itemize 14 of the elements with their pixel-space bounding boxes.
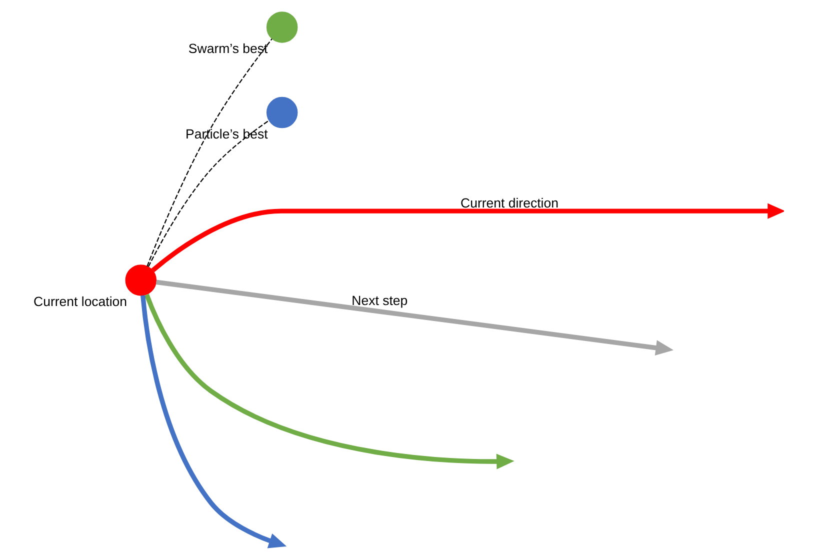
arrow	[140, 295, 286, 548]
arrow	[144, 294, 514, 470]
connector	[147, 120, 269, 267]
edge-label: Next step	[351, 293, 408, 308]
edge-label: Current direction	[460, 195, 558, 210]
arrow	[155, 280, 674, 356]
node-label: Swarm’s best	[188, 41, 268, 56]
node-circle	[266, 96, 298, 128]
connector	[146, 38, 272, 267]
node-circle	[266, 12, 298, 43]
arrow	[150, 203, 784, 272]
node-circle	[124, 264, 156, 296]
node-label: Current location	[32, 294, 127, 309]
node-label: Particle’s best	[185, 126, 268, 142]
